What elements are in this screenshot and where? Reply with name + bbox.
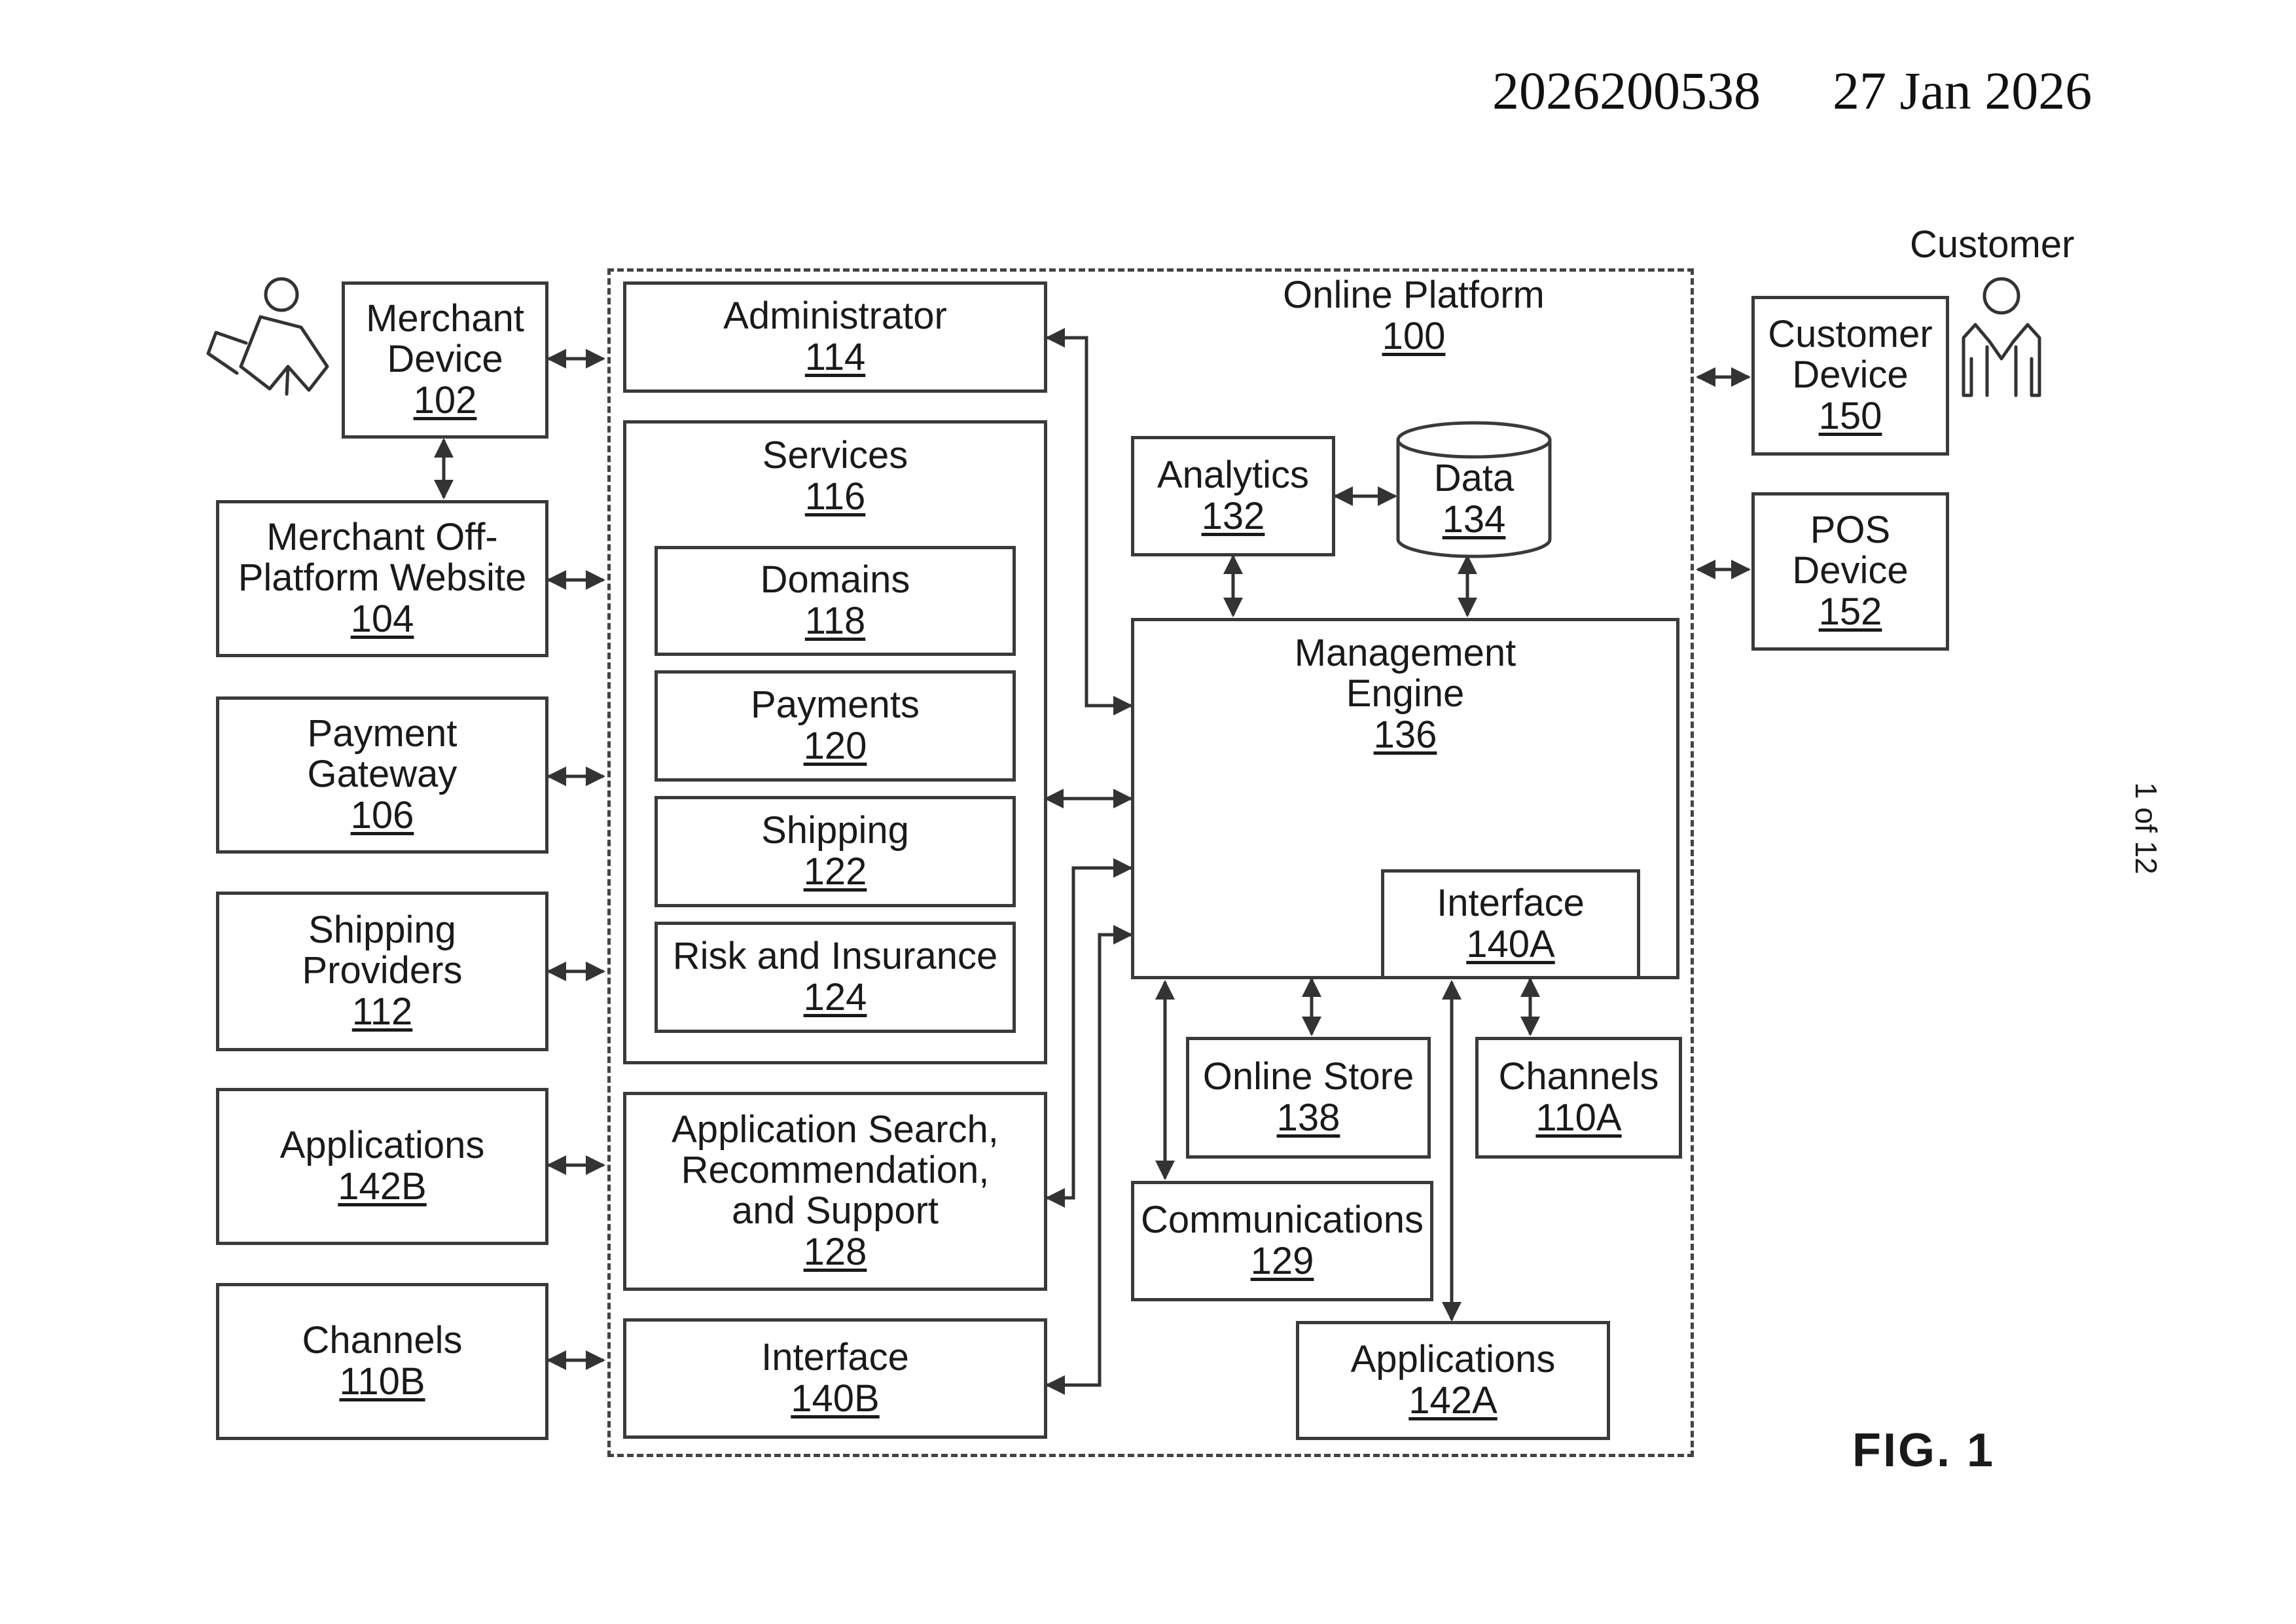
merchant-offplatform-ref: 104 [351,598,414,640]
data-store: Data 134 [1398,458,1550,541]
online-store-box: Online Store 138 [1186,1037,1431,1159]
applications-142a-ref: 142A [1408,1380,1497,1422]
administrator-box: Administrator 114 [623,281,1047,393]
communications-label: Communications [1141,1200,1424,1240]
channels-110b-box: Channels 110B [216,1283,548,1440]
merchant-device-label: Merchant Device [366,298,524,380]
pos-device-label: POS Device [1792,510,1908,591]
customer-label: Customer [1910,223,2074,266]
online-store-label: Online Store [1203,1056,1414,1097]
customer-device-ref: 150 [1819,395,1882,437]
shipping-label: Shipping [761,810,909,851]
domains-label: Domains [761,560,910,600]
interface-140a-label: Interface [1437,883,1585,924]
interface-140b-label: Interface [761,1337,909,1378]
data-label: Data [1398,458,1550,499]
channels-110b-ref: 110B [339,1361,425,1403]
channels-110b-label: Channels [302,1320,462,1361]
merchant-offplatform-box: Merchant Off- Platform Website 104 [216,500,548,657]
analytics-label: Analytics [1157,455,1309,496]
customer-device-label: Customer Device [1768,314,1932,395]
analytics-box: Analytics 132 [1131,436,1335,556]
payment-gateway-label: Payment Gateway [308,713,457,795]
pos-device-box: POS Device 152 [1751,492,1949,651]
app-search-label: Application Search, Recommendation, and … [672,1110,999,1231]
payments-ref: 120 [804,725,867,767]
management-engine-label: Management Engine [1295,633,1516,714]
data-ref: 134 [1398,499,1550,541]
management-engine-ref: 136 [1374,714,1437,756]
administrator-ref: 114 [805,336,865,378]
applications-142a-box: Applications 142A [1296,1321,1610,1440]
shipping-ref: 122 [804,851,867,893]
shipping-providers-ref: 112 [352,991,412,1033]
applications-142b-label: Applications [280,1125,485,1166]
shipping-providers-label: Shipping Providers [302,910,463,991]
customer-person-icon [1964,279,2039,395]
merchant-device-ref: 102 [414,380,477,422]
merchant-device-box: Merchant Device 102 [342,281,548,439]
applications-142b-ref: 142B [338,1166,426,1208]
payment-gateway-ref: 106 [351,795,414,837]
communications-ref: 129 [1251,1240,1314,1282]
interface-140b-box: Interface 140B [623,1318,1047,1439]
merchant-offplatform-label: Merchant Off- Platform Website [238,517,527,598]
online-platform-label: Online Platform [1244,275,1584,316]
payments-box: Payments 120 [655,670,1016,782]
domains-ref: 118 [805,600,865,642]
risk-insurance-ref: 124 [804,977,867,1019]
services-ref: 116 [805,476,865,518]
app-search-ref: 128 [804,1231,867,1273]
online-store-ref: 138 [1277,1097,1340,1139]
services-label: Services [762,435,908,476]
payments-label: Payments [751,685,920,725]
shipping-box: Shipping 122 [655,796,1016,907]
online-platform-title: Online Platform 100 [1244,275,1584,357]
analytics-ref: 132 [1202,496,1265,537]
channels-110a-box: Channels 110A [1475,1037,1682,1159]
pos-device-ref: 152 [1819,591,1882,633]
app-search-box: Application Search, Recommendation, and … [623,1092,1047,1291]
communications-box: Communications 129 [1131,1181,1433,1301]
customer-device-box: Customer Device 150 [1751,296,1949,456]
applications-142b-box: Applications 142B [216,1088,548,1245]
administrator-label: Administrator [723,296,947,336]
shipping-providers-box: Shipping Providers 112 [216,892,548,1051]
merchant-person-icon [208,279,327,394]
domains-box: Domains 118 [655,546,1016,656]
payment-gateway-box: Payment Gateway 106 [216,696,548,854]
channels-110a-label: Channels [1498,1056,1659,1097]
interface-140a-box: Interface 140A [1381,869,1640,979]
online-platform-ref: 100 [1244,316,1584,357]
interface-140b-ref: 140B [791,1378,879,1420]
channels-110a-ref: 110A [1535,1097,1621,1139]
applications-142a-label: Applications [1351,1339,1556,1380]
risk-insurance-label: Risk and Insurance [673,936,997,977]
risk-insurance-box: Risk and Insurance 124 [655,922,1016,1033]
interface-140a-ref: 140A [1466,924,1554,965]
